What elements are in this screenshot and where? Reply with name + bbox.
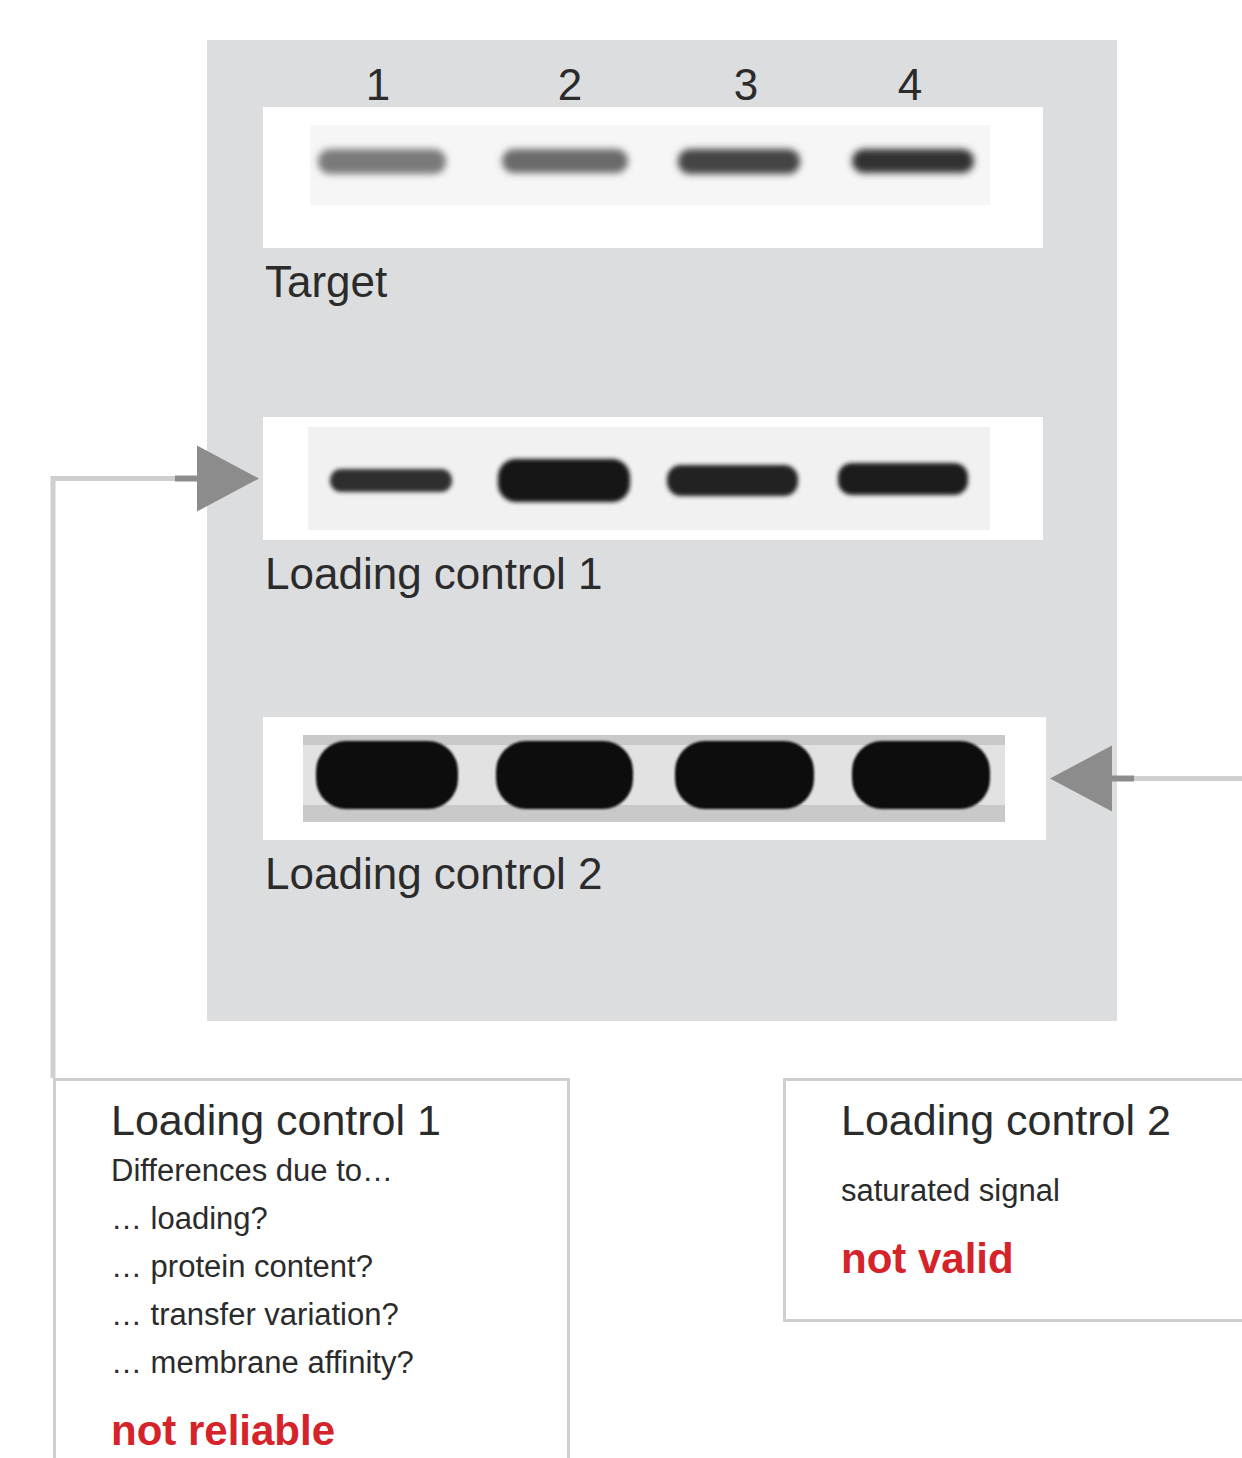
connector-line: [53, 479, 197, 1079]
blot-band: [330, 469, 452, 492]
saturated-band: [852, 741, 990, 809]
blot-strip-box: Loading control 2: [263, 717, 1046, 840]
blot-band: [838, 463, 968, 495]
grey-panel: [207, 40, 1117, 1021]
callout-text: saturated signal: [841, 1167, 1240, 1215]
blot-strip: [263, 717, 1046, 840]
blot-band: [852, 149, 974, 173]
lane-number: 3: [706, 60, 786, 110]
blot-band: [318, 149, 446, 174]
connector-line: [1112, 779, 1242, 1079]
callout-heading: Loading control 1: [111, 1093, 547, 1147]
strip-label: Target: [265, 254, 387, 310]
arrow-stem: [1112, 776, 1134, 782]
lane-number: 1: [338, 60, 418, 110]
verdict-text: not reliable: [111, 1401, 547, 1458]
blot-band: [667, 465, 798, 496]
blot-strip: [263, 417, 1043, 540]
callout-box: Loading control 2 saturated signal not val…: [783, 1078, 1242, 1322]
strip-label: Loading control 1: [265, 546, 603, 602]
blot-background: [303, 735, 1005, 822]
callout-text: … loading?: [111, 1195, 547, 1243]
blot-background: [308, 427, 990, 530]
callout-connector: [53, 446, 259, 1079]
saturated-band: [496, 741, 633, 809]
callout-text: … transfer variation?: [111, 1291, 547, 1339]
arrow-stem: [175, 476, 197, 482]
blot-band: [678, 149, 800, 174]
blot-band: [502, 149, 628, 173]
lane-number: 4: [870, 60, 950, 110]
blot-strip: [263, 107, 1043, 248]
saturated-band: [316, 741, 458, 809]
blot-background: [310, 125, 990, 205]
callout-box: Loading control 1Differences due to…… lo…: [53, 1078, 570, 1458]
strip-label: Loading control 2: [265, 846, 603, 902]
verdict-text: not valid: [841, 1229, 1240, 1289]
arrow-head: [197, 446, 259, 512]
callout-text: Differences due to…: [111, 1147, 547, 1195]
blot-band: [498, 459, 630, 502]
blot-strip-box: Target: [263, 107, 1043, 248]
callout-text: … protein content?: [111, 1243, 547, 1291]
callout-text: … membrane affinity?: [111, 1339, 547, 1387]
arrow-head: [1050, 746, 1112, 812]
saturated-band: [675, 741, 814, 809]
lane-number: 2: [530, 60, 610, 110]
callout-heading: Loading control 2: [841, 1093, 1240, 1147]
blot-strip-box: Loading control 1: [263, 417, 1043, 540]
callout-connector: [1050, 746, 1242, 1079]
